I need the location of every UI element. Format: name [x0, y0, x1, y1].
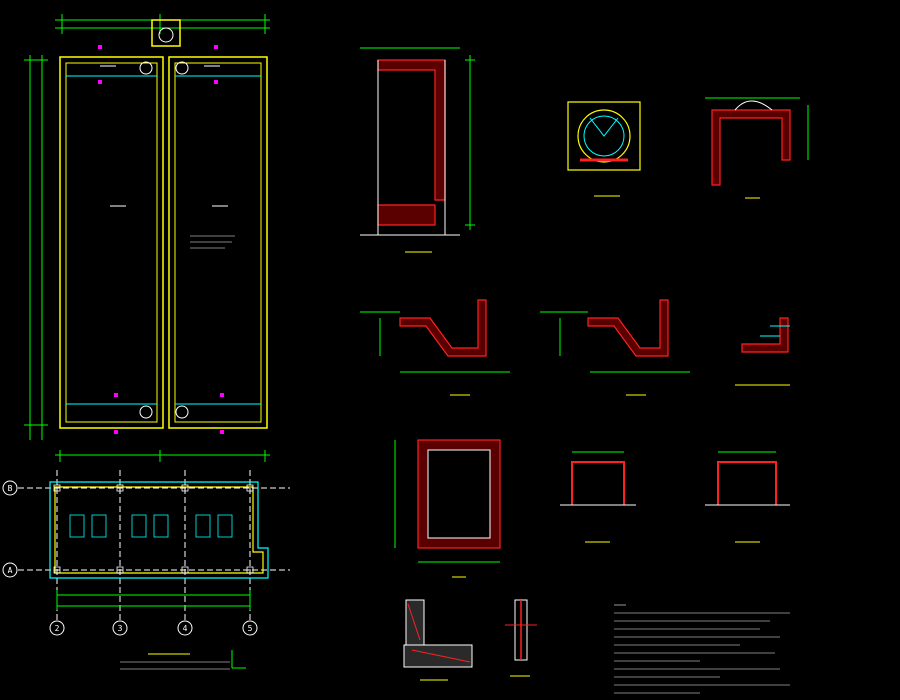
manhole-detail [567, 101, 641, 197]
pump-room-plan: B A 2 3 4 5 [2, 470, 290, 670]
axis-bubble-5 [242, 620, 258, 636]
section-markers [98, 45, 224, 434]
axis-label-A: A [8, 566, 13, 575]
plan-dimension-lines [24, 14, 270, 462]
building-outline [49, 481, 269, 579]
water-level-lines [66, 75, 261, 405]
north-arrow-icon [231, 650, 246, 669]
manhole-icon [158, 27, 174, 43]
axis-label-3: 3 [118, 624, 123, 633]
column-detail [505, 599, 537, 677]
axis-bubble-A [2, 562, 18, 578]
axis-label-5: 5 [248, 624, 253, 633]
axis-label-2: 2 [55, 624, 60, 633]
axis-bubble-3 [112, 620, 128, 636]
axis-bubble-B [2, 480, 18, 496]
axis-bubbles [2, 480, 258, 636]
pipe-openings [139, 61, 189, 419]
section-1-1 [705, 97, 809, 199]
note-block-plan [190, 235, 235, 249]
section-detail-tall [360, 47, 475, 253]
section-3-3 [540, 299, 690, 396]
axis-lines [18, 470, 290, 620]
well-plan-detail [394, 439, 501, 578]
plan-title-block [120, 653, 230, 670]
axis-bubble-4 [177, 620, 193, 636]
columns [53, 484, 254, 574]
tank-plan [24, 14, 270, 462]
pump-room-dimensions [56, 590, 251, 610]
frame-elevation-1 [560, 451, 636, 543]
frame-elevation-2 [705, 451, 790, 543]
section-2-2 [360, 299, 510, 396]
axis-bubble-2 [49, 620, 65, 636]
corner-detail [735, 317, 790, 386]
axis-label-4: 4 [183, 624, 188, 633]
tank-walls [59, 19, 268, 429]
foundation-detail [403, 599, 473, 681]
equipment [69, 514, 233, 538]
axis-label-B: B [8, 484, 13, 493]
axis-labels: B A 2 3 4 5 [8, 484, 253, 633]
general-notes [614, 604, 790, 694]
level-marks [100, 65, 228, 207]
